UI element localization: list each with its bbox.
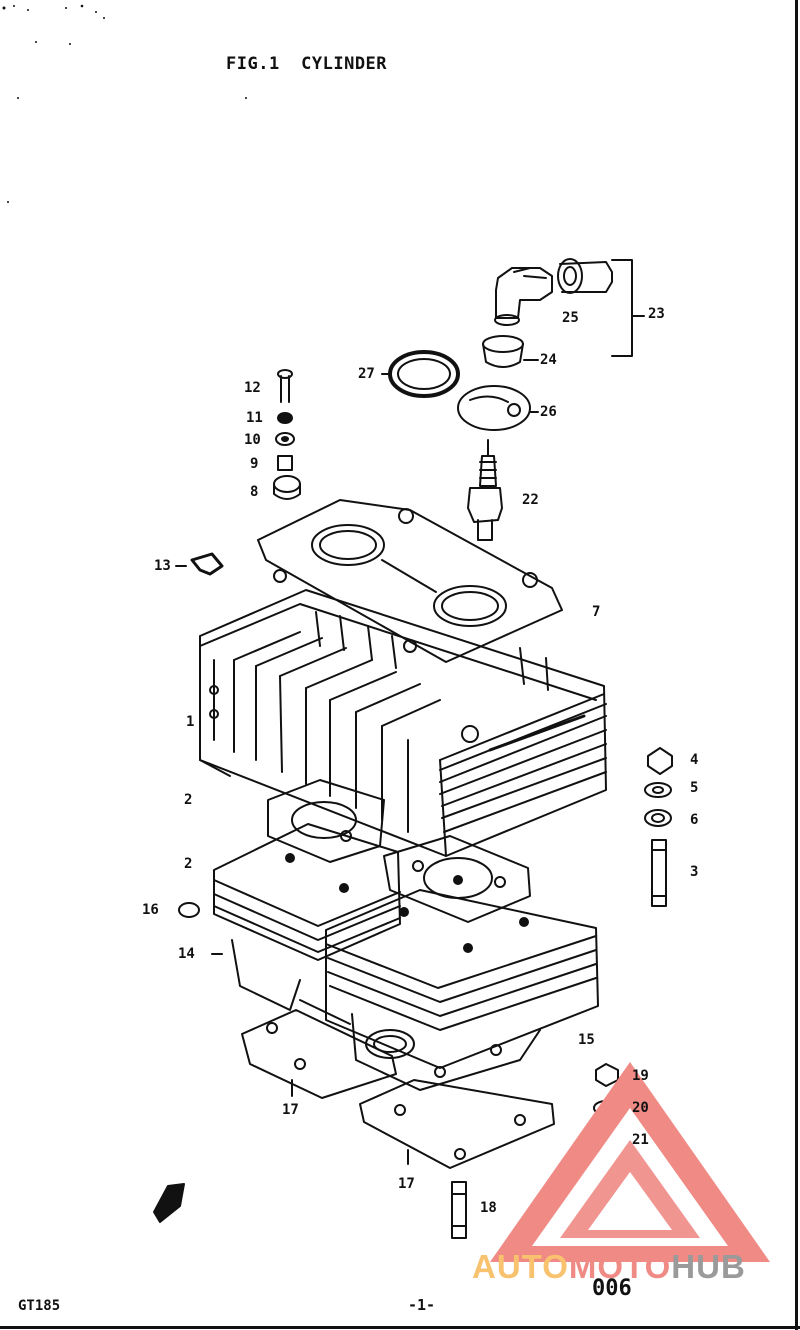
callout-label-10: 10 <box>244 432 261 448</box>
callout-label-14: 14 <box>178 946 195 962</box>
callout-label-26: 26 <box>540 404 557 420</box>
callout-label-24: 24 <box>540 352 557 368</box>
callout-label-17b: 17 <box>398 1176 415 1192</box>
watermark-moto: MOTO <box>568 1248 672 1285</box>
footer-model: GT185 <box>18 1298 61 1314</box>
callout-label-2b: 2 <box>184 856 193 872</box>
callout-label-12: 12 <box>244 380 261 396</box>
callout-label-20: 20 <box>632 1100 649 1116</box>
callout-label-15: 15 <box>578 1032 595 1048</box>
callout-label-19: 19 <box>632 1068 649 1084</box>
callout-label-23: 23 <box>648 306 665 322</box>
callout-label-22: 22 <box>522 492 539 508</box>
scan-specks <box>2 4 247 203</box>
page-border-bottom <box>0 1326 800 1329</box>
callout-label-16: 16 <box>142 902 159 918</box>
callout-label-4: 4 <box>690 752 699 768</box>
spark-plug <box>467 439 503 541</box>
callout-label-5: 5 <box>690 780 699 796</box>
spark-plug-cap-assembly <box>494 258 645 357</box>
callout-label-17a: 17 <box>282 1102 299 1118</box>
callout-label-8: 8 <box>250 484 259 500</box>
watermark-hub: HUB <box>671 1248 746 1285</box>
callout-label-27: 27 <box>358 366 375 382</box>
callout-label-6: 6 <box>690 812 699 828</box>
footer-code: 006 <box>592 1276 632 1301</box>
head-bolt-stack <box>273 369 301 500</box>
callout-label-2a: 2 <box>184 792 193 808</box>
callout-label-13: 13 <box>154 558 171 574</box>
o-ring <box>381 350 460 398</box>
cylinder-block <box>211 823 599 1091</box>
cover-plate <box>457 385 539 431</box>
cylinder-head <box>199 589 607 857</box>
base-gaskets <box>241 1009 555 1169</box>
page-border-right <box>795 0 798 1330</box>
callout-label-7: 7 <box>592 604 601 620</box>
filled-tag <box>153 1183 185 1223</box>
callout-label-11: 11 <box>246 410 263 426</box>
callout-label-21: 21 <box>632 1132 649 1148</box>
footer-page-number: -1- <box>408 1296 436 1314</box>
callout-label-3: 3 <box>690 864 699 880</box>
watermark-auto: AUTO <box>472 1248 569 1285</box>
watermark-text: AUTOMOTOHUB <box>472 1248 746 1286</box>
callout-label-18: 18 <box>480 1200 497 1216</box>
figure-title: FIG.1 CYLINDER <box>226 54 388 74</box>
callout-label-9: 9 <box>250 456 259 472</box>
wire-clip <box>175 552 224 576</box>
plug <box>178 902 200 918</box>
head-gasket <box>257 499 563 663</box>
stud-and-nuts <box>644 747 673 907</box>
callout-label-25: 25 <box>562 310 579 326</box>
rubber-boot <box>482 335 539 368</box>
callout-label-1: 1 <box>186 714 195 730</box>
watermark-logo <box>490 1062 770 1262</box>
